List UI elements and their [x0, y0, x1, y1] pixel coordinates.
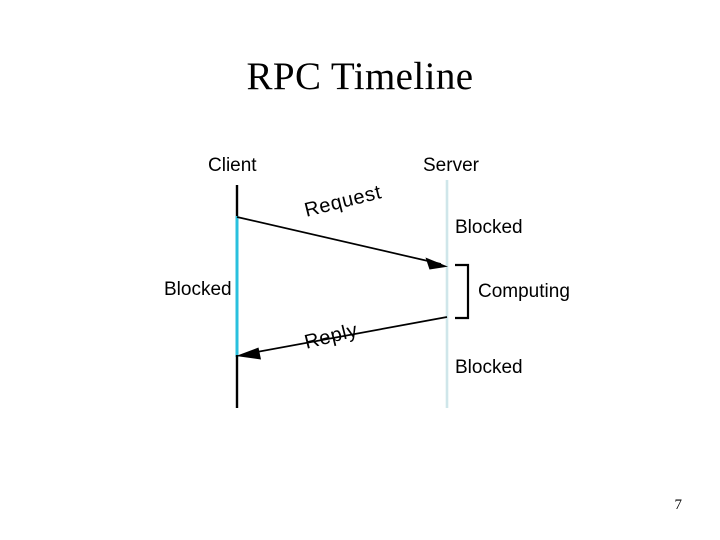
reply-arrow-head	[236, 347, 261, 360]
page-number: 7	[674, 497, 683, 513]
annotation-computing: Computing	[478, 281, 570, 302]
page-title: RPC Timeline	[246, 55, 474, 98]
lane-title-client: Client	[208, 155, 257, 176]
computing-bracket	[455, 263, 470, 320]
annotation-blocked-server-bottom: Blocked	[455, 357, 523, 378]
request-arrow-line	[236, 216, 442, 265]
annotation-blocked-client: Blocked	[164, 279, 232, 300]
request-arrow-head	[425, 257, 448, 270]
annotation-blocked-server-top: Blocked	[455, 217, 523, 238]
lane-title-server: Server	[423, 155, 479, 176]
reply-arrow-line	[242, 316, 448, 356]
